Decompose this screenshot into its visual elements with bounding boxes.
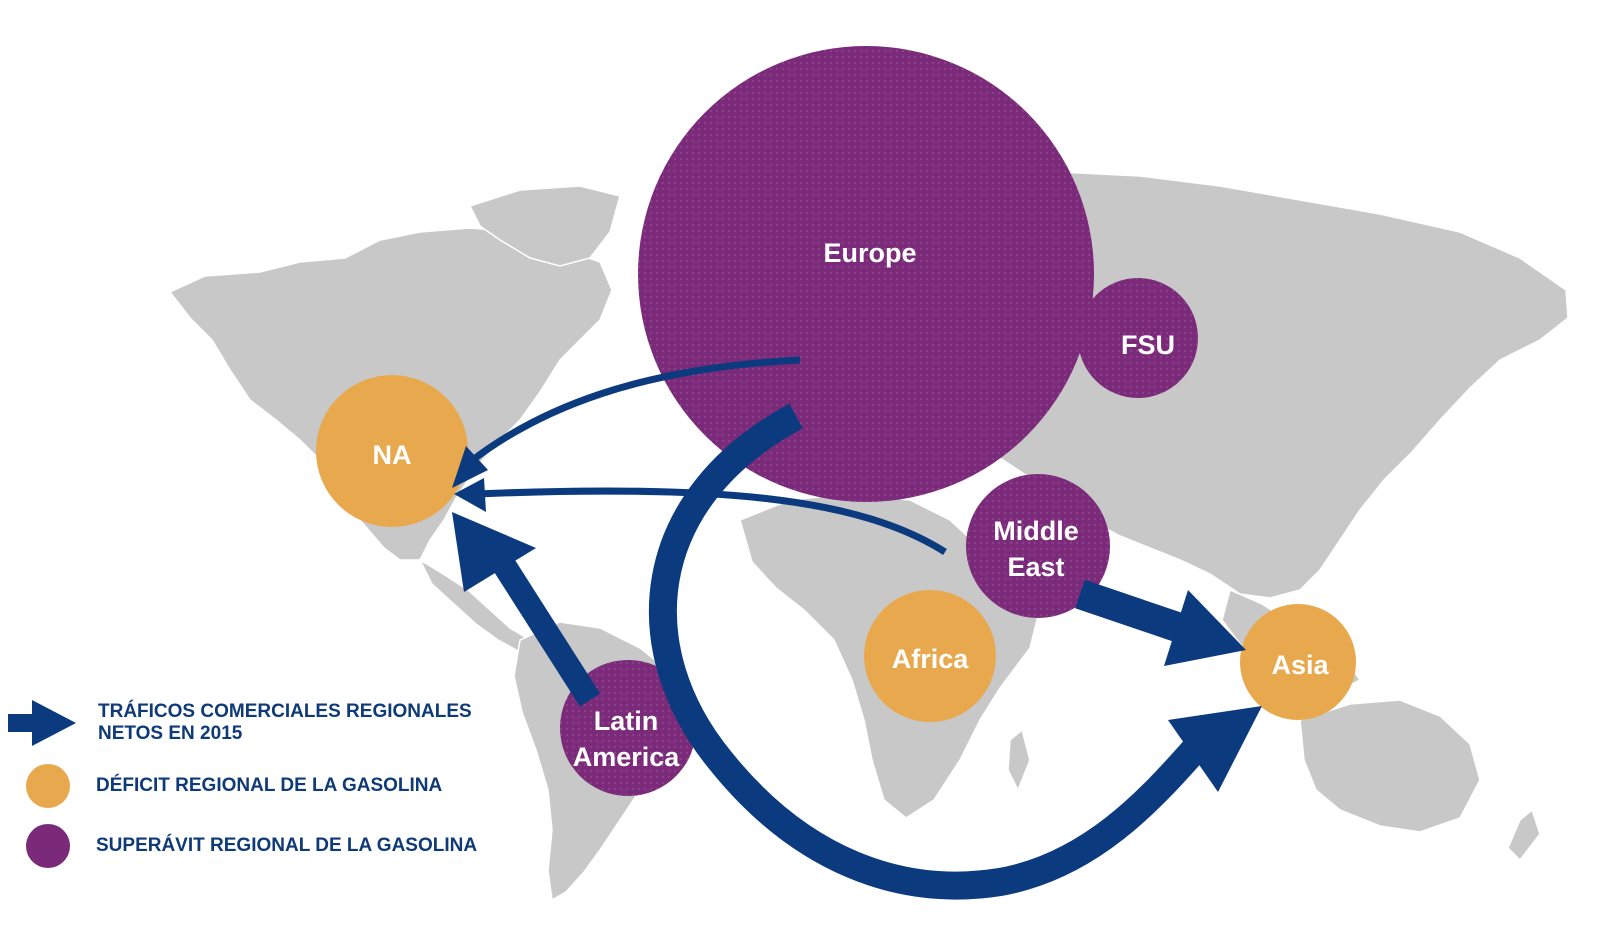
legend-arrow-label-line2: NETOS EN 2015 — [98, 723, 243, 744]
flow-middle-east-to-na-arrowhead — [454, 478, 486, 512]
legend-surplus-label: SUPERÁVIT REGIONAL DE LA GASOLINA — [96, 835, 478, 856]
fsu-label: FSU — [1121, 330, 1175, 360]
flow-latin-america-to-na — [491, 555, 601, 707]
arrow-icon — [8, 700, 76, 746]
middle-east-bubble-texture — [966, 474, 1110, 618]
deficit-dot-icon — [26, 764, 70, 808]
greenland-landmass — [468, 185, 621, 267]
flow-europe-to-asia — [648, 403, 1207, 900]
europe-bubble-texture — [638, 46, 1094, 502]
flow-europe-to-asia-arrowhead — [1168, 706, 1262, 792]
trade-flows — [452, 356, 1262, 900]
africa-label: Africa — [892, 644, 970, 674]
flow-middle-east-to-na — [475, 487, 947, 555]
australia-landmass — [1299, 699, 1481, 833]
legend-deficit-label: DÉFICIT REGIONAL DE LA GASOLINA — [96, 775, 443, 796]
madagascar-landmass — [1007, 728, 1031, 792]
surplus-dot-icon — [26, 824, 70, 868]
na-bubble — [316, 375, 468, 527]
legend: TRÁFICOS COMERCIALES REGIONALES NETOS EN… — [8, 698, 568, 898]
flow-europe-to-na-arrowhead — [452, 446, 488, 488]
flow-middle-east-to-asia-arrowhead — [1164, 590, 1246, 666]
legend-deficit-row: DÉFICIT REGIONAL DE LA GASOLINA — [26, 764, 442, 808]
flow-europe-to-na — [467, 356, 801, 465]
asia-bubble — [1240, 604, 1356, 720]
na-label: NA — [373, 440, 412, 470]
legend-surplus-row: SUPERÁVIT REGIONAL DE LA GASOLINA — [26, 824, 477, 868]
legend-arrow-row: TRÁFICOS COMERCIALES REGIONALES NETOS EN… — [8, 698, 472, 748]
flow-latin-america-to-na-arrowhead — [452, 512, 536, 592]
fsu-bubble-texture — [1078, 278, 1198, 398]
africa-bubble — [864, 590, 996, 722]
flow-middle-east-to-asia — [1075, 579, 1185, 643]
asia-label: Asia — [1271, 650, 1329, 680]
new-zealand-landmass — [1507, 808, 1541, 862]
legend-arrow-label-line1: TRÁFICOS COMERCIALES REGIONALES — [98, 701, 472, 722]
europe-label: Europe — [823, 238, 916, 268]
